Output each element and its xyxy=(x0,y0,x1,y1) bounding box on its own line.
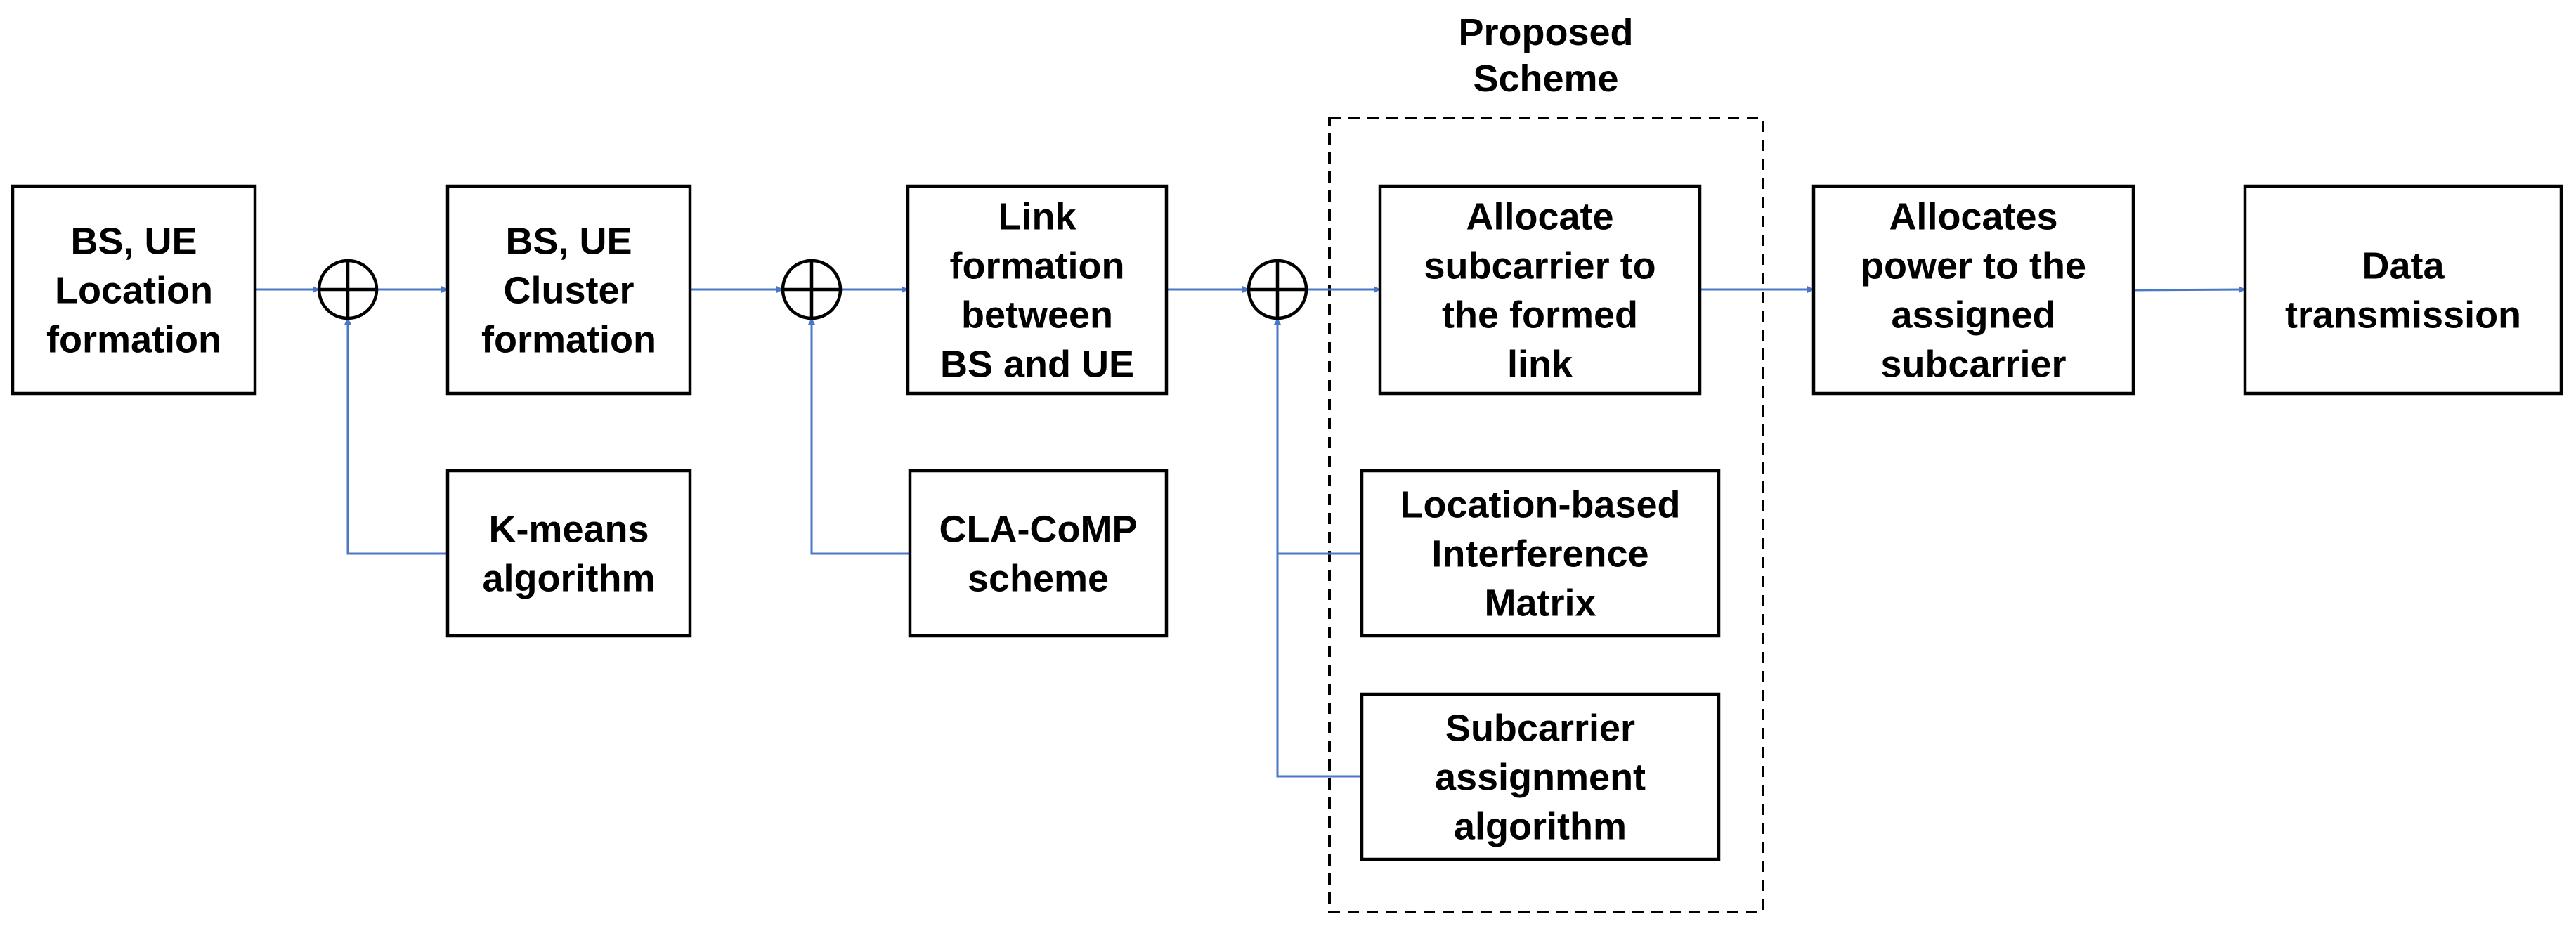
allocate-power-box-label-line: power to the xyxy=(1861,245,2086,287)
kmeans-algorithm-box: K-means algorithm xyxy=(445,469,692,638)
interference-matrix-box-frame xyxy=(1360,469,1721,638)
cla-comp-scheme-box: CLA-CoMP scheme xyxy=(908,469,1169,638)
link-formation-box-label: Link formation between BS and UE xyxy=(940,196,1134,386)
cla-comp-scheme-box-label: CLA-CoMP scheme xyxy=(939,509,1138,600)
allocate-subcarrier-box-label-line: link xyxy=(1507,344,1573,386)
bs-ue-location-formation-box-label-line: formation xyxy=(46,319,221,361)
link-formation-box: Link formation between BS and UE xyxy=(906,184,1169,396)
cla-comp-scheme-box-label-line: scheme xyxy=(968,558,1109,600)
data-transmission-box-label-line: transmission xyxy=(2285,294,2521,337)
allocate-subcarrier-box: Allocate subcarrier to the formed link xyxy=(1378,184,1702,396)
bs-ue-location-formation-box-frame xyxy=(11,184,257,396)
link-formation-box-label-line: Link xyxy=(998,196,1076,238)
link-formation-box-label-line: BS and UE xyxy=(940,344,1134,386)
bs-ue-cluster-formation-box-label: BS, UE Cluster formation xyxy=(481,221,656,361)
proposed-scheme-group xyxy=(1328,117,1764,913)
allocate-subcarrier-box-label-line: Allocate xyxy=(1466,196,1613,238)
allocate-power-box-label-line: assigned xyxy=(1891,294,2055,337)
feedback-kmeans-to-sum1 xyxy=(344,318,448,555)
kmeans-algorithm-box-frame xyxy=(445,469,692,638)
proposed-scheme-label-line: Proposed xyxy=(1458,11,1633,53)
proposed-scheme-label-line: Scheme xyxy=(1473,58,1618,100)
subcarrier-assignment-box-label-line: Subcarrier xyxy=(1445,707,1635,750)
allocate-power-box-frame xyxy=(1811,184,2135,396)
kmeans-algorithm-box-label: K-means algorithm xyxy=(482,509,655,600)
allocate-subcarrier-box-label-line: the formed xyxy=(1442,294,1638,337)
subcarrier-assignment-box-frame xyxy=(1360,692,1721,861)
allocate-subcarrier-box-frame xyxy=(1378,184,1702,396)
link-formation-box-label-line: between xyxy=(961,294,1113,337)
bs-ue-cluster-formation-box-label-line: BS, UE xyxy=(505,221,632,263)
bs-ue-cluster-formation-box-label-line: Cluster xyxy=(503,270,634,312)
interference-matrix-box-label-line: Location-based xyxy=(1400,484,1680,526)
link-formation-box-frame xyxy=(906,184,1169,396)
cla-comp-scheme-box-frame xyxy=(908,469,1169,638)
feedback-clacomp-to-sum2 xyxy=(808,318,910,555)
bs-ue-location-formation-box-label: BS, UE Location formation xyxy=(46,221,221,361)
kmeans-algorithm-box-label-line: K-means xyxy=(488,509,649,551)
sum-junction-3 xyxy=(1247,259,1308,320)
bs-ue-location-formation-box: BS, UE Location formation xyxy=(11,184,257,396)
interference-matrix-box-label-line: Matrix xyxy=(1484,582,1596,625)
data-transmission-box: Data transmission xyxy=(2243,184,2563,396)
allocate-subcarrier-box-label-line: subcarrier to xyxy=(1424,245,1655,287)
data-transmission-box-label: Data transmission xyxy=(2285,245,2521,337)
bs-ue-location-formation-box-label-line: BS, UE xyxy=(70,221,197,263)
subcarrier-assignment-box-label: Subcarrier assignment algorithm xyxy=(1435,707,1646,848)
link-formation-box-label-line: formation xyxy=(950,245,1125,287)
data-transmission-box-frame xyxy=(2243,184,2563,396)
bs-ue-cluster-formation-box-label-line: formation xyxy=(481,319,656,361)
subcarrier-assignment-box-label-line: assignment xyxy=(1435,757,1646,799)
sum-junction-1 xyxy=(317,259,379,320)
interference-matrix-box-label-line: Interference xyxy=(1431,533,1648,575)
bs-ue-location-formation-box-label-line: Location xyxy=(55,270,213,312)
kmeans-algorithm-box-label-line: algorithm xyxy=(482,558,655,600)
allocate-power-box-label: Allocates power to the assigned subcarrier xyxy=(1861,196,2086,386)
sum-junction-2 xyxy=(781,259,843,320)
data-transmission-box-label-line: Data xyxy=(2362,245,2445,287)
allocate-power-box: Allocates power to the assigned subcarrier xyxy=(1811,184,2135,396)
bs-ue-cluster-formation-box-frame xyxy=(445,184,692,396)
subcarrier-assignment-box-label-line: algorithm xyxy=(1454,806,1627,848)
feedback-assignment-to-sum3 xyxy=(1274,318,1362,778)
subcarrier-assignment-box: Subcarrier assignment algorithm xyxy=(1360,692,1721,861)
arrow-power-to-transmission xyxy=(2133,286,2246,294)
cla-comp-scheme-box-label-line: CLA-CoMP xyxy=(939,509,1138,551)
bs-ue-cluster-formation-box: BS, UE Cluster formation xyxy=(445,184,692,396)
allocate-subcarrier-box-label: Allocate subcarrier to the formed link xyxy=(1424,196,1655,386)
allocate-power-box-label-line: subcarrier xyxy=(1880,344,2066,386)
allocate-power-box-label-line: Allocates xyxy=(1889,196,2057,238)
